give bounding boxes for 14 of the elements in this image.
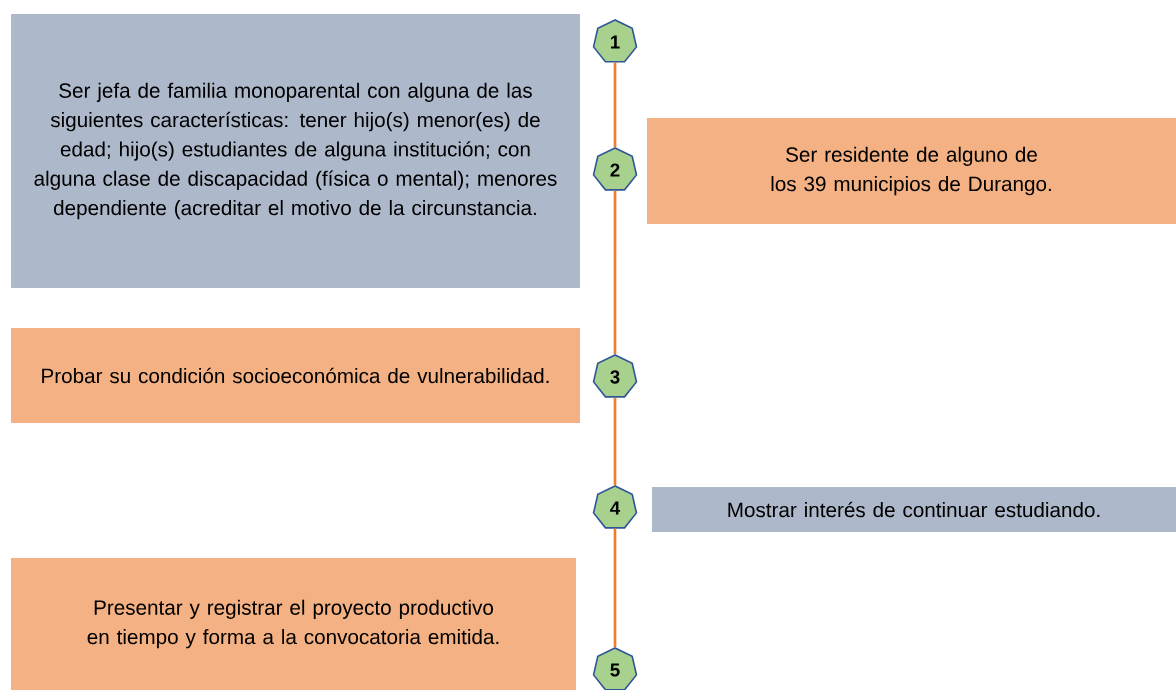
requirement-box: Ser jefa de familia monoparental con alguna de las siguientes características: tener hijo(s) menor(es) de edad; hijo(s) estudiantes de alguna institución; con alguna clase de discapacidad (física o mental); menores dependiente (acreditar el motivo de la circunstancia.	[11, 14, 580, 288]
requirement-box: Ser residente de alguno de los 39 municipios de Durango.	[647, 118, 1176, 224]
step-heptagon: 1	[592, 19, 638, 63]
timeline-line	[613, 62, 617, 148]
requirement-box: Mostrar interés de continuar estudiando.	[652, 487, 1176, 532]
timeline-line	[613, 397, 617, 486]
step-heptagon: 3	[592, 354, 638, 398]
timeline-line	[613, 528, 617, 648]
requirement-box: Probar su condición socioeconómica de vulnerabilidad.	[11, 328, 580, 423]
timeline-line	[613, 190, 617, 355]
requirement-box: Presentar y registrar el proyecto productivo en tiempo y forma a la convocatoria emitida.	[11, 558, 576, 690]
step-heptagon: 2	[592, 147, 638, 191]
step-heptagon: 4	[592, 485, 638, 529]
step-heptagon: 5	[592, 647, 638, 690]
